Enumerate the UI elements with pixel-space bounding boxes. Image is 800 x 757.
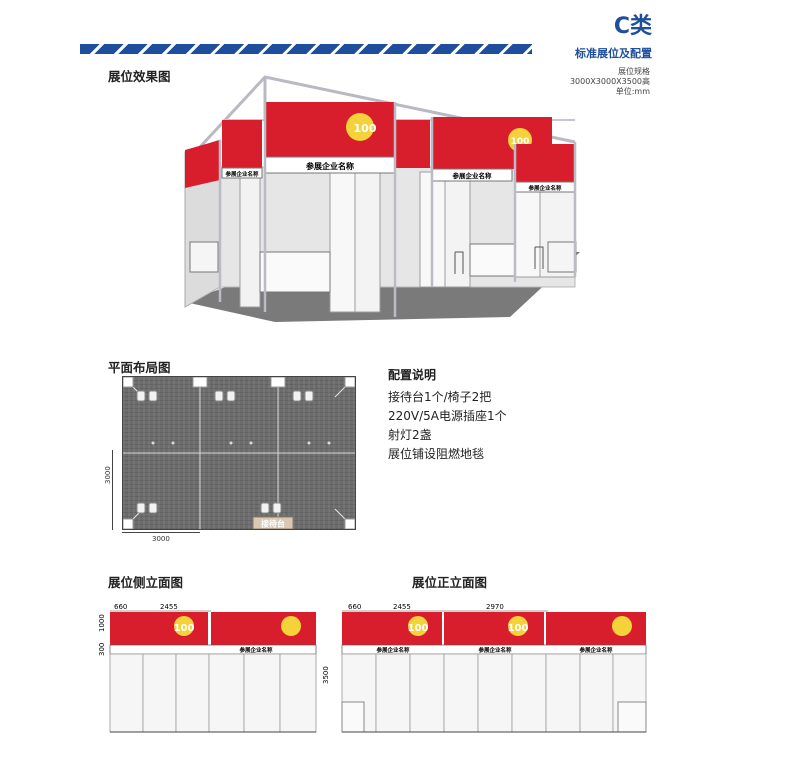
fascia-company-1: 参展企业名称 [305,161,354,171]
config-item-desk: 接待台1个/椅子2把 [388,390,492,404]
config-item-carpet: 展位铺设阻燃地毯 [388,447,485,461]
front-desk-left [341,701,365,733]
front-wall-panels [341,653,647,733]
spec-label: 展位规格 [618,67,650,76]
section-title-floor-plan: 平面布局图 [108,360,171,375]
reception-desk-3 [189,241,219,273]
front-company-1: 参展企业名称 [376,646,410,654]
plan-height-line [112,450,113,530]
side-dim-660: 660 [114,603,127,611]
banner-number-2: 100 [511,137,530,147]
category-subtitle: 标准展位及配置 [575,47,652,60]
config-item-light: 射灯2盏 [388,428,432,442]
plan-height-dim: 3000 [104,466,112,484]
corner-posts [123,377,355,529]
front-company-2: 参展企业名称 [478,646,512,654]
reception-desk-label: 接待台 [261,519,285,529]
spec-size: 3000X3000X3500高 [569,77,650,86]
power-sockets [151,441,331,445]
front-company-3: 参展企业名称 [579,646,613,654]
fascia-company-3: 参展企业名称 [528,184,562,192]
plan-width-line [122,532,200,533]
reception-desk-plan [252,516,294,529]
front-dim-660: 660 [348,603,361,611]
fascia-banners [185,102,575,188]
config-item-socket: 220V/5A电源插座1个 [388,409,507,423]
side-company-name: 参展企业名称 [239,646,273,654]
section-title-front-elevation: 展位正立面图 [412,575,488,590]
plan-width-dim: 3000 [152,535,170,543]
front-wall-panels [239,166,576,313]
side-dim-300: 300 [98,643,106,656]
fascia-company-2: 参展企业名称 [453,171,493,180]
spotlights [136,390,314,514]
front-dim-2970: 2970 [486,603,504,611]
side-elevation-drawing: 660 2455 1000 300 100 参展企业名称 3000 [98,603,317,733]
chair-1 [454,251,464,274]
booth-3d-rendering: 100 100 参展企业名称 参展企业名称 参展企业名称 参展企业名称 [184,75,580,322]
side-banner-number-1: 100 [174,623,195,634]
fascia-company-4: 参展企业名称 [225,170,259,178]
config-title: 配置说明 [388,368,437,382]
reception-desk-1 [259,251,331,293]
side-dim-2455: 2455 [160,603,178,611]
spec-block: 展位规格 3000X3000X3500高 单位:mm [570,67,650,97]
spec-unit: 单位:mm [615,87,650,96]
front-banner-number-1: 100 [408,623,429,634]
banner-number-1: 100 [354,122,377,135]
config-list: 接待台1个/椅子2把 220V/5A电源插座1个 射灯2盏 展位铺设阻燃地毯 [388,388,507,464]
chair-2 [534,246,544,269]
front-dim-3500: 3500 [322,666,330,684]
front-dim-2455: 2455 [393,603,411,611]
reception-desk-2 [469,243,516,277]
front-elevation-drawing: 660 2455 2970 3500 100 100 参展企业名称 参展企业名称… [322,603,647,733]
section-title-side-elevation: 展位侧立面图 [108,575,184,590]
floor-plan-grid: 接待台 [123,377,355,529]
floor-plan: 接待台 [122,376,356,530]
category-title: C类 [613,14,652,39]
side-wall-panels [109,653,317,733]
side-dim-1000: 1000 [98,614,106,632]
front-banner-number-2: 100 [508,623,529,634]
front-desk-right [617,701,647,733]
section-title-rendering: 展位效果图 [108,69,171,84]
header-stripe [80,44,532,54]
reception-desk-4 [547,241,577,273]
front-banners [342,612,646,645]
